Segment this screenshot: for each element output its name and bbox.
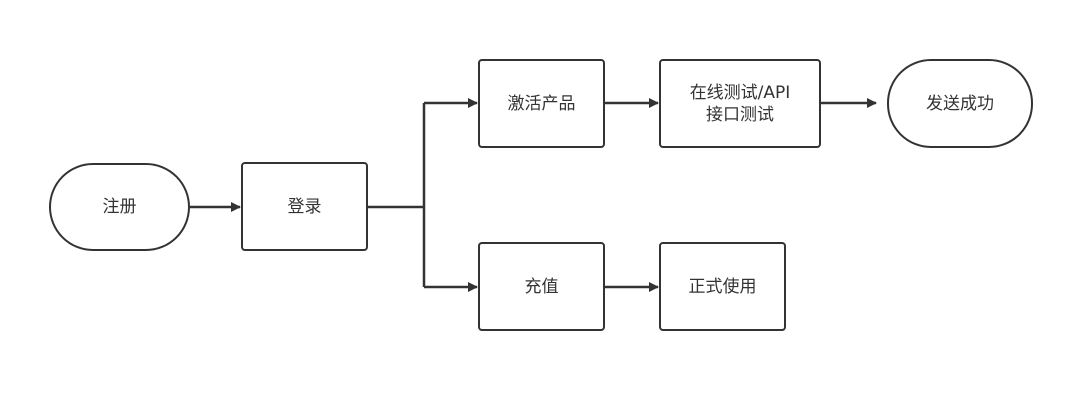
node-formal-use[interactable]: 正式使用 — [659, 242, 786, 331]
node-recharge[interactable]: 充值 — [478, 242, 605, 331]
node-register-label: 注册 — [102, 197, 137, 217]
node-activate-product[interactable]: 激活产品 — [478, 59, 605, 148]
node-login[interactable]: 登录 — [241, 162, 368, 251]
node-activate-product-label: 激活产品 — [507, 93, 576, 114]
node-recharge-label: 充值 — [524, 276, 559, 297]
node-login-label: 登录 — [287, 196, 322, 217]
node-register[interactable]: 注册 — [49, 163, 190, 251]
node-send-success-label: 发送成功 — [926, 93, 994, 114]
node-formal-use-label: 正式使用 — [688, 276, 757, 297]
node-online-test-label: 在线测试/API 接口测试 — [689, 82, 791, 125]
node-send-success[interactable]: 发送成功 — [887, 59, 1033, 148]
node-online-test[interactable]: 在线测试/API 接口测试 — [659, 59, 821, 148]
